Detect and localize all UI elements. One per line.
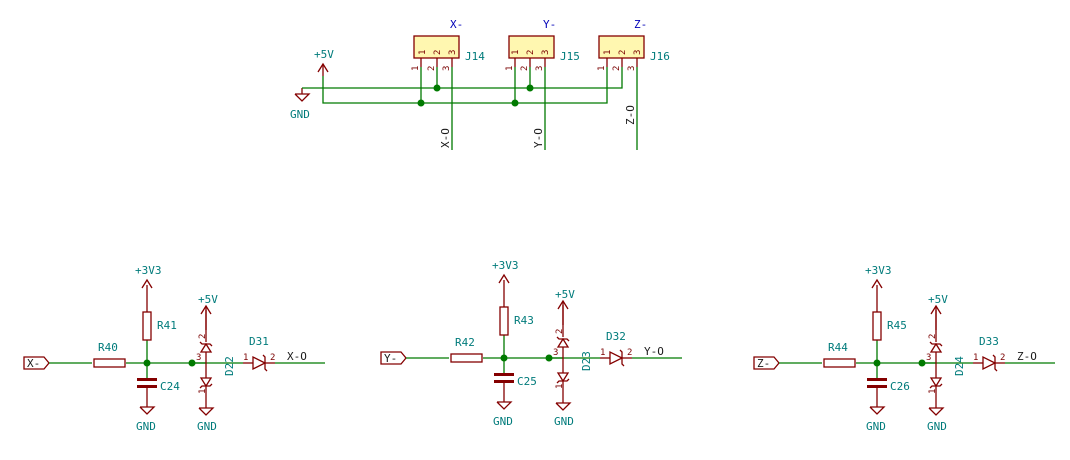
resistor-ref: R40	[98, 341, 118, 354]
pin-number: 2	[618, 50, 628, 55]
diode-ref: D32	[606, 330, 626, 343]
pin-number: 1	[603, 50, 613, 55]
tvs-ref: D23	[580, 351, 593, 371]
pullup-resistor	[499, 306, 509, 336]
pin-number: 3	[633, 50, 643, 55]
input-port-shape	[753, 356, 780, 370]
pin-number: 2	[520, 66, 530, 71]
resistor-ref: R43	[514, 314, 534, 327]
diode-ref: D33	[979, 335, 999, 348]
top-vcc-symbol: +5V	[314, 48, 334, 76]
net-label: X-O	[439, 128, 452, 148]
pin-number: 1	[243, 353, 248, 363]
connector-label: Y-	[543, 18, 556, 31]
connector-ref: J14	[465, 50, 485, 63]
connector-label: Z-	[634, 18, 647, 31]
connector-label: X-	[450, 18, 463, 31]
connector-j14: 1 2 3 1 2 3 J14 X- X-O	[411, 18, 485, 148]
output-net-label: Y-O	[644, 345, 664, 358]
pin-number: 1	[411, 66, 421, 71]
pin-number: 2	[427, 66, 437, 71]
pin-number: 3	[541, 50, 551, 55]
pin-number: 1	[597, 66, 607, 71]
pin-number: 3	[442, 66, 452, 71]
pin-number: 3	[535, 66, 545, 71]
pin-number: 2	[270, 353, 275, 363]
diode-ref: D31	[249, 335, 269, 348]
input-port-label: X-	[27, 357, 40, 370]
pin-number: 1	[600, 348, 605, 358]
pin-number: 3	[553, 348, 558, 358]
pin-number: 1	[555, 384, 565, 389]
pin-number: 3	[448, 50, 458, 55]
connector-block: +5V GND	[290, 18, 670, 150]
pin-number: 2	[433, 50, 443, 55]
connector-ref: J15	[560, 50, 580, 63]
gnd-label: GND	[554, 415, 574, 428]
top-vcc-label: +5V	[314, 48, 334, 61]
net-label: Z-O	[624, 105, 637, 125]
pullup-resistor	[142, 311, 152, 341]
connector-j15: 1 2 3 1 2 3 J15 Y- Y-O	[505, 18, 580, 148]
resistor-ref: R44	[828, 341, 848, 354]
connector-ref: J16	[650, 50, 670, 63]
pullup-vcc-label: +3V3	[492, 259, 519, 272]
pin-number: 1	[418, 50, 428, 55]
tvs-ref: D24	[953, 356, 966, 376]
tvs-vcc-label: +5V	[198, 293, 218, 306]
series-resistor	[823, 358, 856, 368]
net-label: Y-O	[532, 128, 545, 148]
pullup-resistor	[872, 311, 882, 341]
tvs-vcc-label: +5V	[555, 288, 575, 301]
pin-number: 2	[627, 348, 632, 358]
resistor-ref: R45	[887, 319, 907, 332]
pin-number: 2	[1000, 353, 1005, 363]
series-resistor	[93, 358, 126, 368]
capacitor-ref: C26	[890, 380, 910, 393]
connector-wires	[302, 67, 638, 150]
input-port-label: Z-	[757, 357, 770, 370]
pin-number: 2	[612, 66, 622, 71]
input-port-shape	[23, 356, 50, 370]
gnd-label: GND	[927, 420, 947, 433]
gnd-label: GND	[866, 420, 886, 433]
pin-number: 2	[555, 329, 565, 334]
tvs-vcc-label: +5V	[928, 293, 948, 306]
capacitor-ref: C25	[517, 375, 537, 388]
pin-number: 2	[526, 50, 536, 55]
pullup-vcc-label: +3V3	[865, 264, 892, 277]
top-gnd-symbol: GND	[290, 88, 311, 121]
gnd-label: GND	[493, 415, 513, 428]
resistor-ref: R42	[455, 336, 475, 349]
input-port-shape	[380, 351, 407, 365]
pin-number: 3	[196, 353, 201, 363]
input-port-label: Y-	[384, 352, 397, 365]
tvs-ref: D22	[223, 356, 236, 376]
pin-number: 3	[627, 66, 637, 71]
gnd-label: GND	[136, 420, 156, 433]
pin-number: 1	[198, 389, 208, 394]
gnd-label: GND	[197, 420, 217, 433]
pin-number: 1	[973, 353, 978, 363]
pin-number: 2	[198, 334, 208, 339]
pin-number: 3	[926, 353, 931, 363]
pin-number: 1	[511, 50, 521, 55]
series-resistor	[450, 353, 483, 363]
top-gnd-label: GND	[290, 108, 310, 121]
connector-j16: 1 2 3 1 2 3 J16 Z- Z-O	[597, 18, 670, 125]
pin-number: 1	[505, 66, 515, 71]
pullup-vcc-label: +3V3	[135, 264, 162, 277]
output-net-label: X-O	[287, 350, 307, 363]
resistor-ref: R41	[157, 319, 177, 332]
output-net-label: Z-O	[1017, 350, 1037, 363]
pin-number: 1	[928, 389, 938, 394]
capacitor-ref: C24	[160, 380, 180, 393]
pin-number: 2	[928, 334, 938, 339]
